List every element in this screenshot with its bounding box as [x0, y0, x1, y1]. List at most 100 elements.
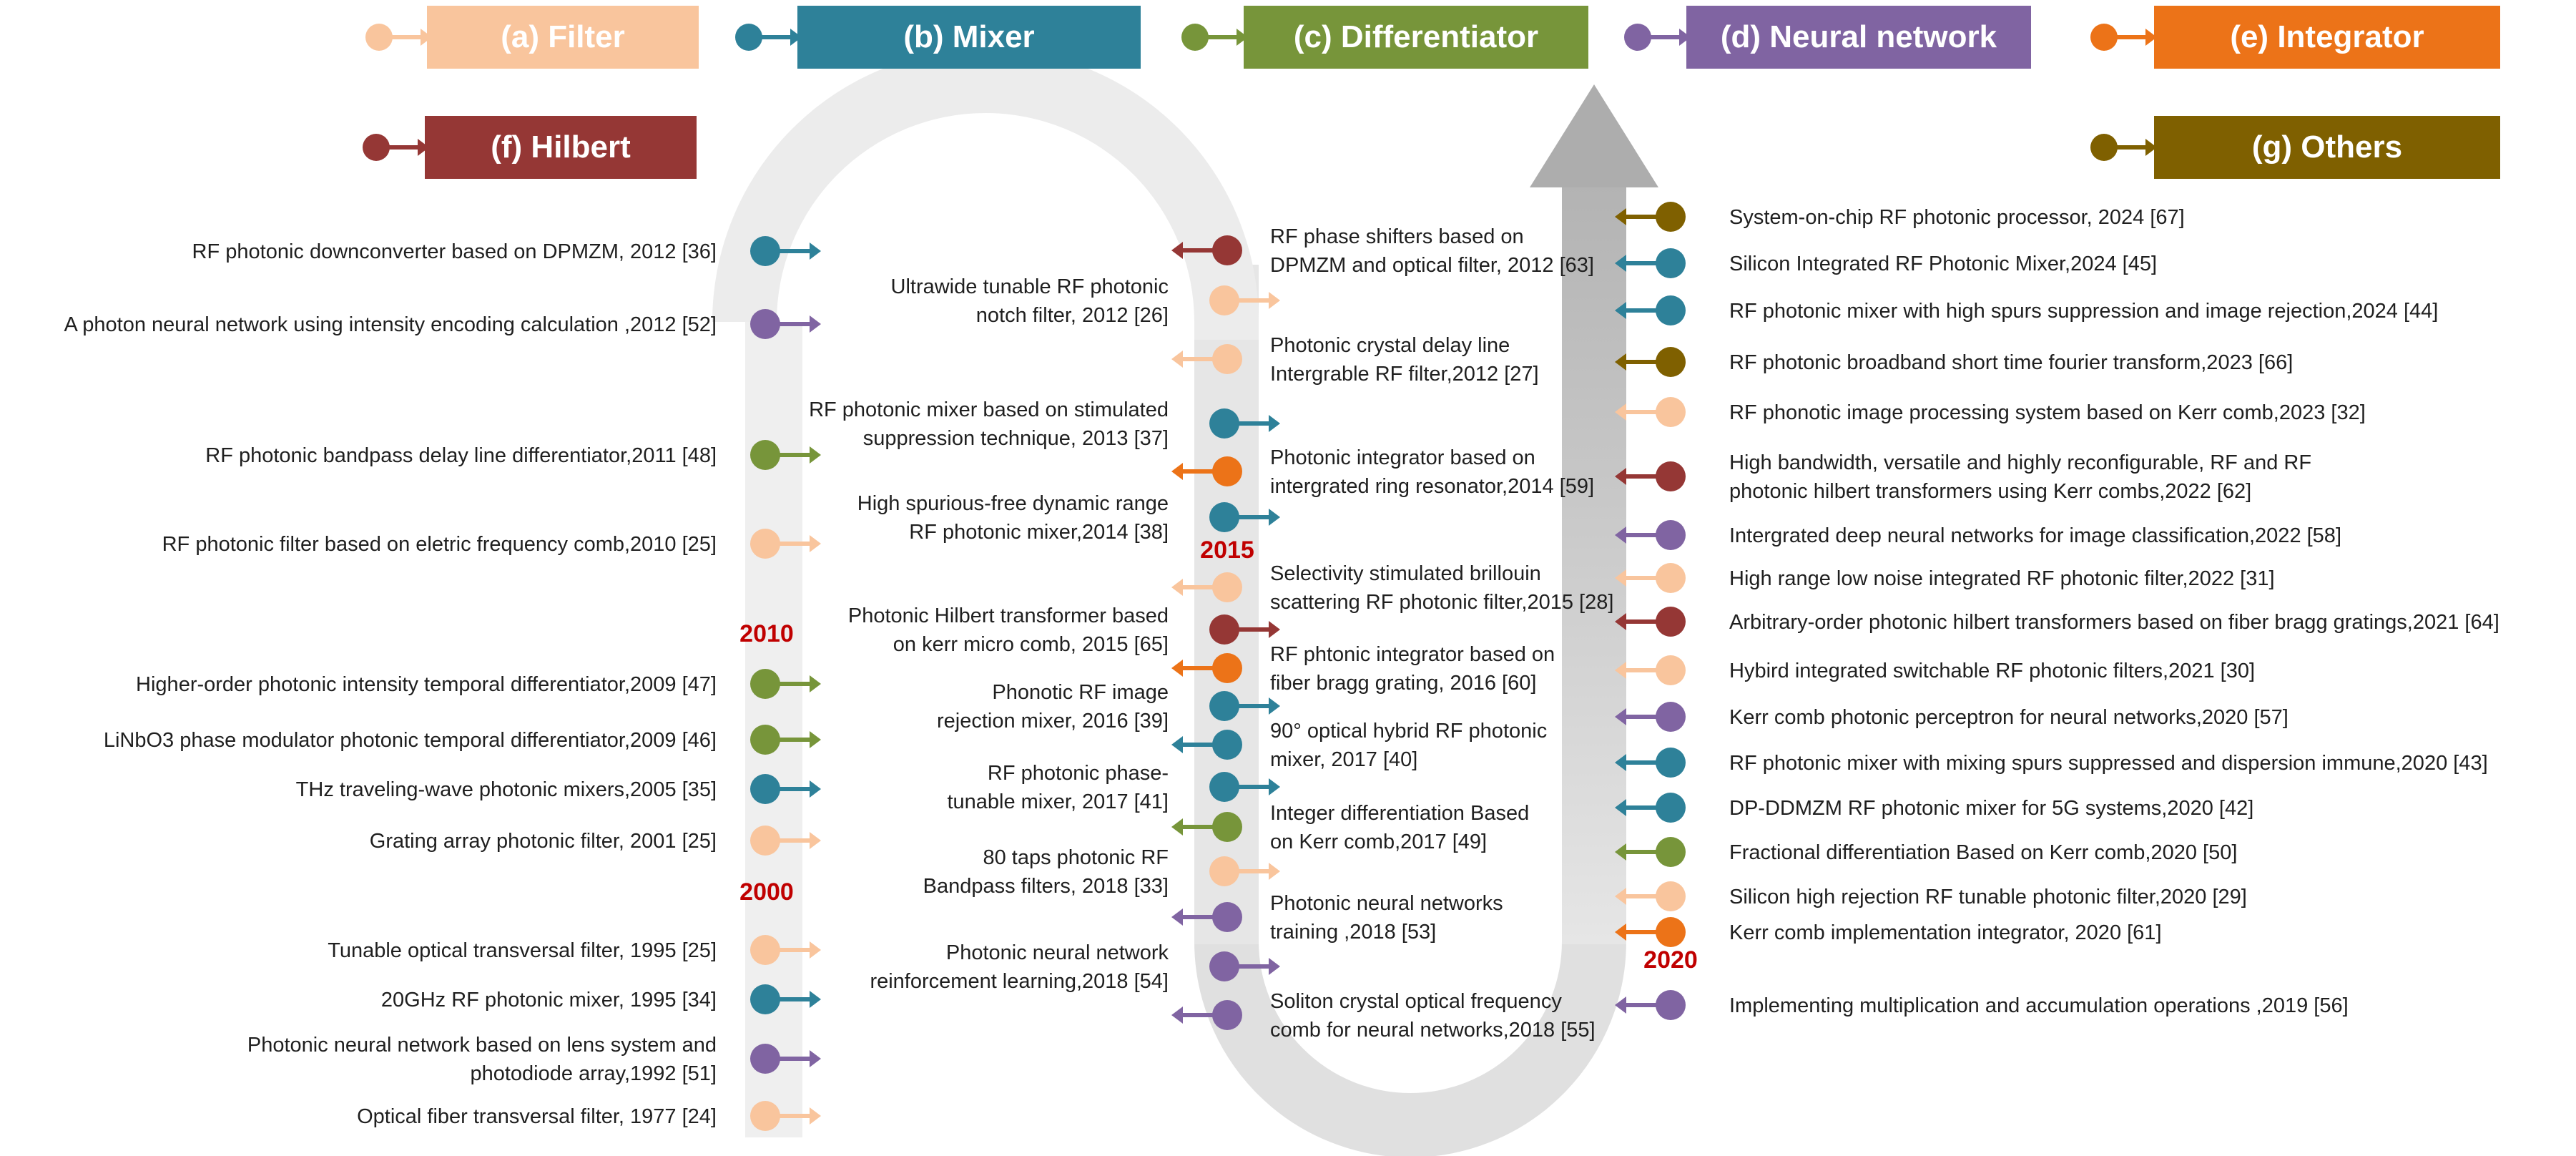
entry-label: notch filter, 2012 [26]: [976, 304, 1169, 327]
timeline-entry: RF photonic downconverter based on DPMZM…: [192, 236, 821, 266]
entry-label: comb for neural networks,2018 [55]: [1270, 1019, 1596, 1042]
integrator-pin-icon: [1615, 917, 1686, 947]
filter-pin-icon: [1615, 881, 1686, 911]
entry-label: High spurious-free dynamic range: [857, 492, 1169, 515]
legend-item-neural: (d) Neural network: [1624, 6, 2031, 69]
legend-hilbert-label: (f) Hilbert: [491, 129, 631, 165]
mixer-pin-icon: [1615, 295, 1686, 325]
timeline-entry: Silicon high rejection RF tunable photon…: [1615, 881, 2247, 911]
timeline-entry: High spurious-free dynamic range RF photo…: [857, 492, 1280, 544]
mixer-pin-icon: [750, 774, 821, 804]
timeline-entry: Tunable optical transversal filter, 1995…: [328, 935, 821, 965]
year-label-2000: 2000: [739, 878, 794, 906]
hilbert-pin-icon: [1615, 607, 1686, 637]
legend-item-others: (g) Others: [2090, 116, 2500, 179]
legend-item-differentiator: (c) Differentiator: [1181, 6, 1588, 69]
timeline-entry: RF photonic phase-tunable mixer, 2017 [4…: [947, 762, 1280, 813]
entry-label: scattering RF photonic filter,2015 [28]: [1270, 591, 1613, 614]
legend-others-box: [2154, 116, 2500, 179]
timeline-u-bottom: [1194, 941, 1626, 1156]
entry-label: 20GHz RF photonic mixer, 1995 [34]: [381, 989, 717, 1012]
entry-label: DP-DDMZM RF photonic mixer for 5G system…: [1729, 797, 2253, 820]
filter-pin-icon: [1171, 572, 1242, 602]
differentiator-pin-icon: [1171, 812, 1242, 842]
integrator-pin-icon: [1171, 653, 1242, 683]
year-label-2010: 2010: [739, 620, 794, 647]
timeline-entry: Integer differentiation Based on Kerr com…: [1171, 802, 1529, 853]
entry-label: System-on-chip RF photonic processor, 20…: [1729, 206, 2185, 229]
timeline-entry: RF photonic broadband short time fourier…: [1615, 347, 2293, 377]
timeline-entry: Intergrated deep neural networks for ima…: [1615, 520, 2341, 550]
entry-label: Bandpass filters, 2018 [33]: [923, 875, 1169, 898]
entry-label: 90° optical hybrid RF photonic: [1270, 720, 1547, 743]
timeline-entry: Silicon Integrated RF Photonic Mixer,202…: [1615, 248, 2157, 278]
entry-label: RF photonic phase-: [988, 762, 1169, 785]
legend-hilbert-box: [425, 116, 697, 179]
timeline-entry: Photonic integrator based onintergrated …: [1171, 446, 1594, 498]
entry-label: Arbitrary-order photonic hilbert transfo…: [1729, 611, 2499, 634]
timeline-entry: High range low noise integrated RF photo…: [1615, 563, 2275, 593]
entry-label: DPMZM and optical filter, 2012 [63]: [1270, 254, 1594, 277]
legend-mixer-label: (b) Mixer: [903, 19, 1034, 54]
timeline-entry: RF photonic mixer with high spurs suppre…: [1615, 295, 2438, 325]
legend-differentiator-box: [1244, 6, 1588, 69]
entry-label: training ,2018 [53]: [1270, 921, 1436, 944]
entry-label: RF photonic mixer,2014 [38]: [909, 521, 1169, 544]
neural-pin-icon: [1171, 1000, 1242, 1030]
entry-label: photodiode array,1992 [51]: [470, 1062, 717, 1085]
legend-mixer-box: [797, 6, 1141, 69]
legend-integrator-label: (e) Integrator: [2230, 19, 2424, 54]
entry-label: RF photonic downconverter based on DPMZM…: [192, 240, 717, 263]
timeline-entry: DP-DDMZM RF photonic mixer for 5G system…: [1615, 793, 2253, 823]
entry-label: Integer differentiation Based: [1270, 802, 1529, 825]
timeline-column-left: RF photonic downconverter based on DPMZM…: [64, 236, 821, 1131]
entry-label: fiber bragg grating, 2016 [60]: [1270, 672, 1536, 695]
filter-pin-icon: [1615, 397, 1686, 427]
timeline-entry: Photonic neural network based on lens sy…: [247, 1034, 821, 1085]
others-pin-icon: [1615, 202, 1686, 232]
timeline-entry: Ultrawide tunable RF photonic notch filte…: [891, 275, 1280, 327]
legend-filter-box: [427, 6, 699, 69]
filter-pin-icon: [1209, 856, 1280, 886]
timeline-entry: Selectivity stimulated brillouinscatteri…: [1171, 562, 1613, 614]
entry-label: suppression technique, 2013 [37]: [863, 427, 1169, 450]
legend-differentiator-label: (c) Differentiator: [1294, 19, 1538, 54]
hilbert-pin-icon: [1615, 461, 1686, 491]
timeline-entry: A photon neural network using intensity …: [64, 309, 821, 339]
legend-filter-pin-icon: [365, 24, 432, 51]
timeline-n-top: [712, 49, 1259, 340]
entry-label: Fractional differentiation Based on Kerr…: [1729, 841, 2237, 864]
timeline-entry: Optical fiber transversal filter, 1977 […: [357, 1101, 821, 1131]
entry-label: on Kerr comb,2017 [49]: [1270, 831, 1487, 853]
legend-integrator-box: [2154, 6, 2500, 69]
mixer-pin-icon: [1209, 691, 1280, 721]
neural-pin-icon: [1615, 702, 1686, 732]
legend-neural-pin-icon: [1624, 24, 1691, 51]
entry-label: Photonic neural network: [946, 941, 1169, 964]
entry-label: Implementing multiplication and accumula…: [1729, 994, 2349, 1017]
timeline-entry: RF phonotic image processing system base…: [1615, 397, 2366, 427]
entry-label: Hybird integrated switchable RF photonic…: [1729, 660, 2255, 682]
timeline-column-right: System-on-chip RF photonic processor, 20…: [1615, 202, 2499, 1020]
entry-label: High range low noise integrated RF photo…: [1729, 567, 2275, 590]
timeline-entry: Hybird integrated switchable RF photonic…: [1615, 655, 2255, 685]
legend-integrator-pin-icon: [2090, 24, 2157, 51]
mixer-pin-icon: [1209, 772, 1280, 802]
entry-label: intergrated ring resonator,2014 [59]: [1270, 475, 1594, 498]
timeline-entry: Kerr comb implementation integrator, 202…: [1615, 917, 2162, 947]
filter-pin-icon: [750, 1101, 821, 1131]
legend-item-filter: (a) Filter: [365, 6, 699, 69]
entry-label: Photonic neural network based on lens sy…: [247, 1034, 717, 1057]
neural-pin-icon: [1171, 902, 1242, 932]
timeline-entry: Kerr comb photonic perceptron for neural…: [1615, 702, 2289, 732]
entry-label: Photonic neural networks: [1270, 892, 1503, 915]
entry-label: Ultrawide tunable RF photonic: [891, 275, 1169, 298]
timeline-entry: Implementing multiplication and accumula…: [1615, 990, 2349, 1020]
entry-label: Phonotic RF image: [992, 681, 1169, 704]
mixer-pin-icon: [1209, 502, 1280, 532]
filter-pin-icon: [750, 935, 821, 965]
